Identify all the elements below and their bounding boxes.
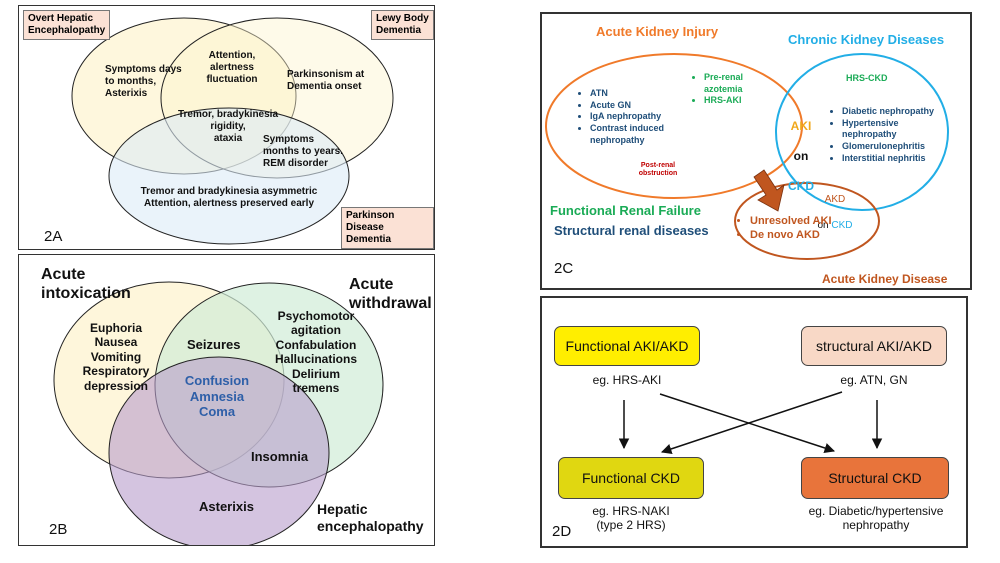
panel-2d: Functional AKI/AKD structural AKI/AKD Fu… [540, 296, 968, 548]
withdrawal-only-text: Psychomotor agitation Confabulation Hall… [274, 309, 357, 395]
akd-ellipse [734, 182, 880, 260]
venn-2a-circles [71, 17, 394, 245]
ohe-lbd-text: Attention, alertness fluctuation [206, 50, 258, 85]
note-functional-ckd: eg. HRS-NAKI (type 2 HRS) [592, 504, 670, 533]
intox-only-text: Euphoria Nausea Vomiting Respiratory dep… [82, 321, 150, 393]
akd-list: Unresolved AKI De novo AKD [738, 214, 832, 243]
tag-lbd: Lewy Body Dementia [371, 10, 434, 40]
pdd-circle [108, 107, 350, 245]
panel-2c-label: 2C [554, 260, 574, 277]
intox-withdrawal-text: Seizures [187, 337, 241, 352]
pdd-only-text: Tremor and bradykinesia asymmetric Atten… [140, 186, 318, 209]
all-three-2a-text: Tremor, bradykinesia rigidity, ataxia [177, 109, 279, 144]
aki-to-akd-arrow [753, 169, 785, 212]
akd-on-ckd-akd: AKD [824, 194, 846, 205]
ckd-list: Diabetic nephropathy Hypertensive nephro… [830, 106, 934, 164]
title-withdrawal: Acute withdrawal [349, 276, 432, 313]
title-ckd: Chronic Kidney Diseases [788, 32, 945, 47]
akd-on-ckd-on: on [817, 220, 832, 231]
he-only-text: Asterixis [199, 499, 254, 514]
list-item: ATN [590, 88, 664, 100]
aki-ellipse [545, 53, 803, 199]
list-item: Diabetic nephropathy [842, 106, 934, 118]
legend-functional: Functional Renal Failure [550, 203, 701, 218]
venn-2b-circles [53, 281, 384, 545]
all-three-2b-text: Confusion Amnesia Coma [184, 373, 250, 420]
list-item: Acute GN [590, 100, 664, 112]
lbd-pdd-text: Symptoms months to years. REM disorder [263, 134, 344, 169]
aki-functional-list: Pre-renal azotemia HRS-AKI [692, 72, 743, 107]
withdrawal-he-text: Insomnia [251, 449, 309, 464]
arrow-faki-to-sckd [659, 393, 835, 454]
title-he: Hepatic encephalopathy [317, 501, 424, 534]
panel-2a: Overt Hepatic Encephalopathy Lewy Body D… [18, 5, 435, 250]
panel-2c: Acute Kidney Injury Chronic Kidney Disea… [540, 12, 972, 290]
aki-structural-list: ATN Acute GN IgA nephropathy Contrast in… [578, 88, 664, 146]
list-item: Contrast induced nephropathy [590, 123, 664, 146]
panel-2d-label: 2D [552, 523, 572, 540]
list-item: De novo AKD [750, 228, 832, 242]
panel-2b-label: 2B [49, 521, 68, 538]
aki-on-ckd-on: on [793, 149, 809, 163]
box-structural-aki: structural AKI/AKD [801, 326, 947, 366]
tag-pdd: Parkinson Disease Dementia [341, 207, 434, 249]
list-item: Pre-renal azotemia [704, 72, 743, 95]
hrs-ckd-text: HRS-CKD [846, 73, 888, 83]
list-item: Glomerulonephritis [842, 141, 934, 153]
ckd-ellipse [775, 53, 949, 211]
box-functional-aki: Functional AKI/AKD [554, 326, 700, 366]
arrow-saki-to-fckd [661, 391, 843, 454]
panel-2a-label: 2A [44, 228, 63, 245]
list-item: Interstitial nephritis [842, 153, 934, 165]
panel-2b: Acute intoxication Acute withdrawal Hepa… [18, 254, 435, 546]
box-functional-ckd: Functional CKD [558, 457, 704, 499]
box-structural-ckd: Structural CKD [801, 457, 949, 499]
aki-on-ckd-aki: AKI [790, 119, 812, 133]
lbd-only-text: Parkinsonism at Dementia onset [287, 69, 365, 92]
list-item: Hypertensive nephropathy [842, 118, 934, 141]
post-renal-text: Post-renal obstruction [638, 162, 678, 178]
tag-ohe: Overt Hepatic Encephalopathy [23, 10, 111, 40]
venn-2c-shapes [545, 53, 949, 260]
title-aki: Acute Kidney Injury [596, 24, 719, 39]
note-functional-aki: eg. HRS-AKI [592, 373, 662, 387]
legend-structural: Structural renal diseases [554, 223, 709, 238]
list-item: HRS-AKI [704, 95, 743, 107]
note-structural-aki: eg. ATN, GN [840, 373, 908, 387]
aki-on-ckd: AKI on CKD [776, 104, 826, 209]
note-structural-ckd: eg. Diabetic/hypertensive nephropathy [808, 504, 944, 533]
flow-2d-arrows [618, 391, 883, 454]
title-akd: Acute Kidney Disease [822, 272, 948, 286]
aki-on-ckd-ckd: CKD [788, 179, 814, 193]
akd-on-ckd-ckd: CKD [831, 220, 853, 231]
akd-on-ckd-on-ckd: on CKD [810, 219, 860, 232]
list-item: Unresolved AKI [750, 214, 832, 228]
ohe-only-text: Symptoms days to months, Asterixis [105, 64, 182, 99]
title-intox: Acute intoxication [41, 266, 131, 303]
he-circle [108, 356, 330, 545]
akd-on-ckd: AKD on CKD [810, 180, 860, 245]
list-item: IgA nephropathy [590, 111, 664, 123]
